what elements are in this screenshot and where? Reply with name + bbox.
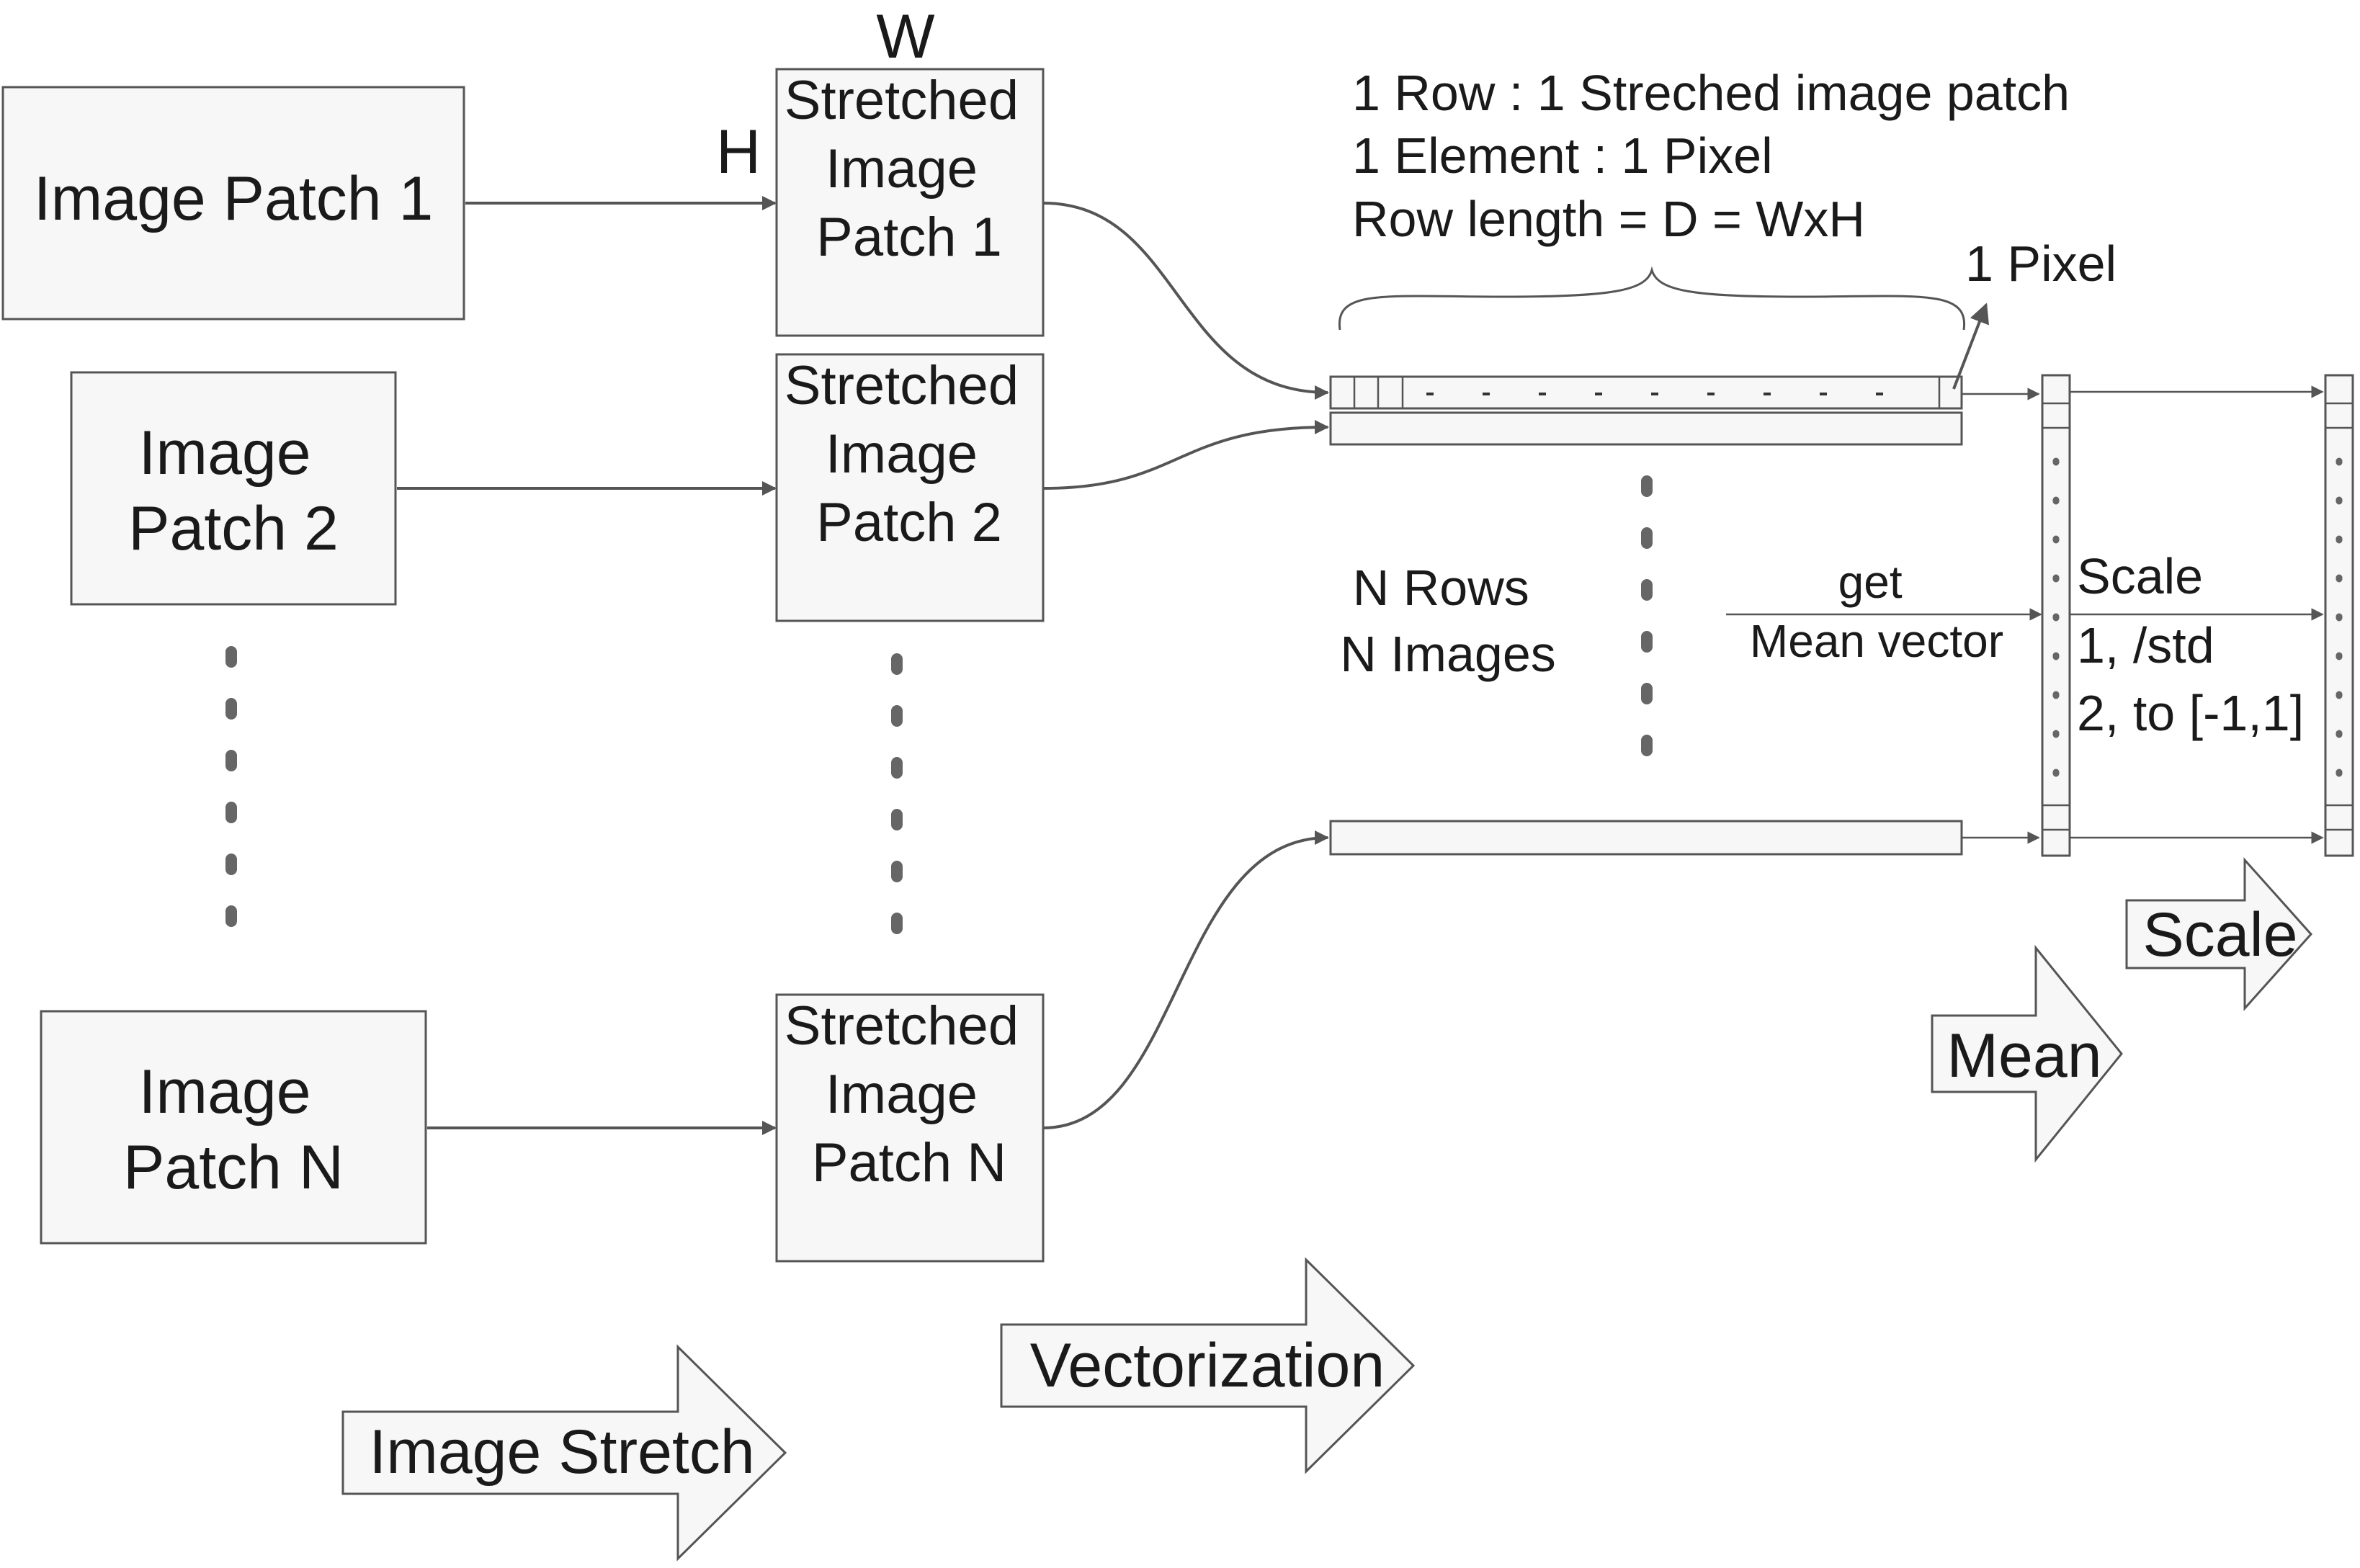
vectorization-stage-arrow: Vectorization	[1000, 1257, 1416, 1474]
row-note-1: 1 Row : 1 Streched image patch	[1352, 65, 2070, 121]
height-label: H	[716, 117, 761, 187]
mean-stage-arrow: Mean	[1931, 944, 2123, 1163]
image-patch-2-label: Image Patch 2	[128, 418, 339, 563]
pixel-pointer-arrow	[1952, 303, 1990, 390]
stretched-patch-n-label: Stretched Image Patch N	[785, 995, 1034, 1193]
stretched-patch-1-label: Stretched Image Patch 1	[785, 70, 1034, 268]
image-patch-1-box: Image Patch 1	[1, 86, 465, 321]
vector-connector-2	[1042, 420, 1329, 490]
stretched-patch-2-box: Stretched Image Patch 2	[775, 353, 1045, 622]
stretched-patch-2-label: Stretched Image Patch 2	[785, 355, 1034, 553]
image-stretch-stage-arrow: Image Stretch	[341, 1344, 787, 1562]
row-note-2: 1 Element : 1 Pixel	[1352, 127, 1773, 184]
scaled-vector-column	[2324, 374, 2354, 857]
row-length-brace	[1338, 266, 1966, 331]
scale-stage-arrow: Scale	[2125, 857, 2313, 1011]
image-stretch-stage-label: Image Stretch	[369, 1417, 754, 1487]
pixel-label: 1 Pixel	[1965, 236, 2117, 292]
vectorization-stage-label: Vectorization	[1030, 1331, 1385, 1400]
vector-connector-1	[1042, 202, 1329, 400]
matrix-row-2	[1329, 411, 1963, 446]
matrix-row-1	[1329, 375, 1963, 410]
rows-label: N Rows N Images	[1340, 560, 1556, 682]
stretched-patch-1-box: Stretched Image Patch 1	[775, 68, 1045, 337]
mean-vector-column	[2041, 374, 2071, 857]
image-patch-1-label: Image Patch 1	[34, 164, 434, 233]
stretched-patch-n-box: Stretched Image Patch N	[775, 993, 1045, 1263]
image-patch-2-box: Image Patch 2	[70, 371, 397, 606]
image-patch-n-box: Image Patch N	[40, 1010, 427, 1245]
scale-note: Scale 1, /std 2, to [-1,1]	[2077, 548, 2304, 741]
mean-vector-label: get Mean vector	[1750, 556, 2003, 667]
width-label: W	[876, 2, 934, 71]
matrix-row-n	[1329, 820, 1963, 856]
vector-connector-n	[1042, 830, 1329, 1129]
mean-stage-label: Mean	[1946, 1021, 2101, 1090]
scale-stage-label: Scale	[2142, 900, 2297, 969]
row-note-3: Row length = D = WxH	[1352, 191, 1865, 247]
image-patch-n-label: Image Patch N	[123, 1057, 344, 1202]
